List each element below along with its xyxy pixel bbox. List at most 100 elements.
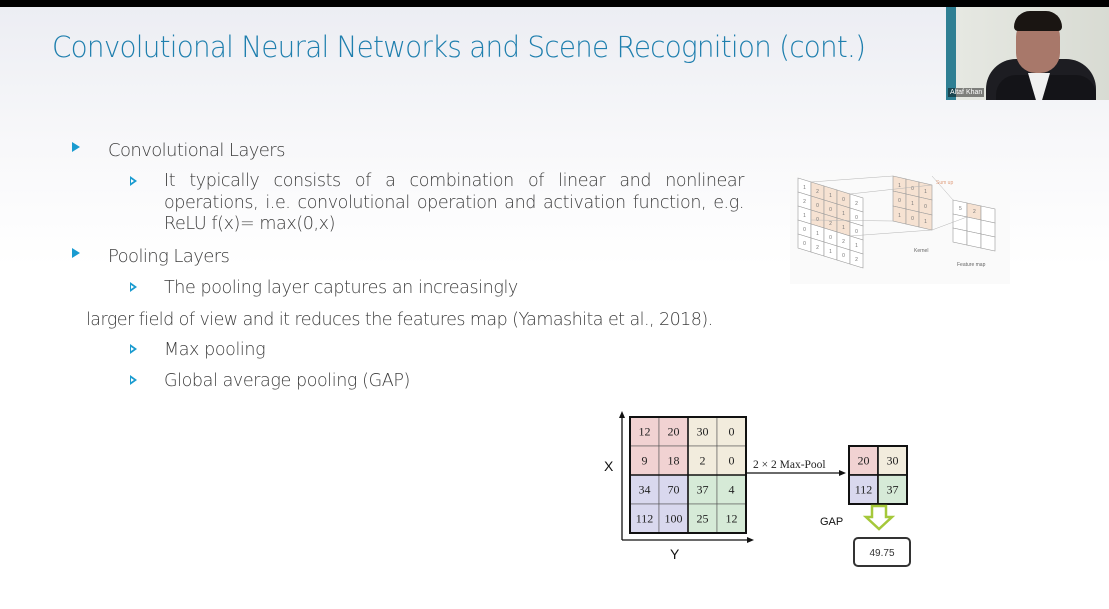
input-matrix-value: 30: [697, 425, 709, 439]
input-cell-value: 0: [803, 227, 806, 233]
input-matrix-cell: [716, 474, 747, 505]
bullet-pooling-layers: Pooling Layers: [108, 246, 230, 267]
input-matrix-value: 70: [668, 483, 680, 497]
input-matrix-cell: [716, 503, 747, 534]
sub-bullet-global-average-pooling: Global average pooling (GAP): [164, 371, 410, 391]
input-matrix-value: 9: [642, 454, 648, 468]
input-cell-value: 1: [803, 213, 806, 219]
input-cell-value: 0: [829, 207, 832, 213]
pooled-matrix-value: 37: [887, 483, 899, 497]
feature-map-cell: [952, 227, 968, 246]
webcam-person-hair: [1014, 11, 1062, 31]
x-axis-label: X: [604, 458, 614, 474]
input-matrix-cell: [716, 445, 747, 476]
slide-title: Convolutional Neural Networks and Scene …: [52, 30, 866, 64]
input-matrix-value: 20: [668, 425, 680, 439]
kernel-cell-value: 0: [898, 198, 901, 204]
input-cell-value: 0: [829, 235, 832, 241]
input-cell-value: 0: [855, 215, 858, 221]
input-cell-value: 1: [842, 211, 845, 217]
gap-result-box: [853, 537, 911, 567]
projection-line: [931, 175, 954, 201]
pooling-description-line1: The pooling layer captures an increasing…: [164, 278, 518, 298]
input-cell-value: 0: [842, 197, 845, 203]
input-matrix-value: 25: [697, 512, 709, 526]
kernel-cell-value: 0: [911, 186, 914, 192]
input-cell-value: 0: [816, 203, 819, 209]
sub-bullet-triangle-icon: [130, 282, 137, 292]
kernel-cell-value: 1: [898, 213, 901, 219]
pooled-matrix-value: 112: [855, 483, 873, 497]
feature-map-label: Feature map: [957, 262, 986, 268]
x-axis-arrowhead: [619, 411, 625, 418]
kernel-cell-value: 0: [911, 216, 914, 222]
top-black-bar: [0, 0, 1109, 7]
input-cell-value: 1: [829, 193, 832, 199]
input-matrix-cell: [687, 503, 718, 534]
kernel-cell-value: 1: [924, 189, 927, 195]
kernel-label: Kernel: [914, 248, 928, 254]
pooling-description-line2: larger field of view and it reduces the …: [86, 310, 713, 330]
projection-line: [810, 175, 894, 183]
input-matrix-cell: [658, 503, 689, 534]
input-cell-value: 2: [803, 199, 806, 205]
input-cell-value: 2: [855, 201, 858, 207]
input-matrix-cell: [629, 474, 660, 505]
input-matrix-value: 0: [729, 454, 735, 468]
input-cell-value: 2: [816, 245, 819, 251]
input-cell-value: 1: [842, 225, 845, 231]
projection-line: [931, 216, 968, 231]
gap-result-value: 49.75: [869, 548, 894, 559]
input-matrix-cell: [658, 445, 689, 476]
input-cell-value: 0: [855, 229, 858, 235]
feature-map-cell: [980, 233, 996, 252]
input-matrix-value: 37: [697, 483, 709, 497]
kernel-cell-value: 0: [924, 204, 927, 210]
sum-up-label: Sum up: [936, 180, 953, 186]
input-matrix-value: 12: [726, 512, 738, 526]
max-pool-label: 2 × 2 Max-Pool: [753, 459, 826, 471]
gap-down-arrow: [862, 504, 896, 531]
webcam-video-tile[interactable]: Altaf Khan: [946, 7, 1109, 100]
projection-line: [849, 184, 933, 195]
kernel-cell-value: 1: [924, 219, 927, 225]
input-cell: [849, 249, 864, 269]
bullet-triangle-icon: [72, 248, 80, 258]
input-matrix-value: 34: [639, 483, 651, 497]
input-cell-value: 1: [829, 249, 832, 255]
input-cell-value: 0: [803, 241, 806, 247]
input-cell-value: 1: [855, 243, 858, 249]
sub-bullet-max-pooling: Max pooling: [164, 340, 266, 360]
convolutional-layers-description: It typically consists of a combination o…: [164, 171, 744, 234]
feature-map-cell: [966, 230, 982, 249]
input-cell-value: 2: [855, 257, 858, 263]
feature-map-value: 2: [973, 209, 976, 215]
input-cell-value: 2: [816, 189, 819, 195]
kernel-cell-value: 1: [911, 201, 914, 207]
sub-bullet-triangle-icon: [130, 344, 137, 354]
pooled-matrix-value: 20: [858, 454, 870, 468]
pooled-matrix-border: [848, 445, 908, 505]
y-axis-label: Y: [670, 546, 680, 562]
feature-map-value: 5: [959, 206, 962, 212]
webcam-stripe: [946, 7, 956, 100]
input-cell-value: 1: [816, 231, 819, 237]
input-matrix-value: 12: [639, 425, 651, 439]
max-pool-arrowhead: [839, 470, 846, 476]
input-matrix-value: 18: [668, 454, 680, 468]
pooled-matrix-value: 30: [887, 454, 899, 468]
projection-line: [810, 219, 894, 222]
kernel-cell-value: 1: [898, 183, 901, 189]
pooled-matrix-cell: [877, 445, 908, 476]
input-cell-value: 1: [803, 185, 806, 191]
input-cell-value: 0: [842, 253, 845, 259]
projection-line: [849, 229, 933, 237]
sub-bullet-triangle-icon: [130, 375, 137, 385]
gap-label: GAP: [820, 516, 843, 528]
bullet-triangle-icon: [72, 142, 80, 152]
participant-name-label: Altaf Khan: [948, 88, 985, 97]
